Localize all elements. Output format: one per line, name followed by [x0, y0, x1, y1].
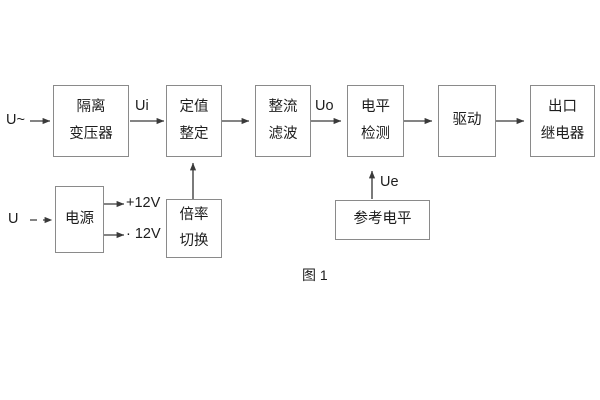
block-line-1: 电平	[361, 99, 390, 116]
block-power-supply: 电源	[55, 186, 104, 253]
block-line-2: 滤波	[268, 125, 298, 142]
block-output-relay: 出口 继电器	[530, 85, 595, 157]
block-line-1: 定值	[179, 99, 209, 116]
block-level-detection: 电平 检测	[347, 85, 404, 157]
figure-caption: 图 1	[302, 267, 328, 283]
block-line-1: 电源	[65, 210, 94, 227]
block-line-1: 出口	[548, 99, 577, 116]
block-line-1: 驱动	[452, 112, 482, 129]
block-drive: 驱动	[438, 85, 496, 157]
power-rail-label-positive: +12V	[126, 195, 161, 211]
block-rectify-filter: 整流 滤波	[255, 85, 311, 157]
block-setting-value: 定值 整定	[166, 85, 222, 157]
block-line-2: 切换	[179, 233, 209, 249]
block-line-1: 整流	[268, 99, 298, 116]
block-line-2: 检测	[361, 125, 390, 142]
block-line-2: 变压器	[69, 125, 113, 142]
block-reference-level: 参考电平	[335, 200, 430, 240]
block-line-2: 整定	[179, 125, 209, 142]
signal-label-ue: Ue	[380, 174, 399, 190]
input-label-u-dc: U	[8, 211, 19, 227]
block-line-1: 倍率	[179, 206, 209, 223]
block-multiplier-switch: 倍率 切换	[166, 199, 222, 258]
input-label-u-ac: U~	[6, 112, 25, 128]
power-rail-label-negative: · 12V	[126, 226, 161, 242]
block-line-1: 参考电平	[353, 211, 412, 228]
block-line-1: 隔离	[76, 99, 106, 116]
signal-label-ui: Ui	[135, 98, 149, 114]
signal-label-uo: Uo	[315, 98, 334, 114]
block-line-2: 继电器	[540, 125, 585, 142]
block-isolation-transformer: 隔离 变压器	[53, 85, 129, 157]
